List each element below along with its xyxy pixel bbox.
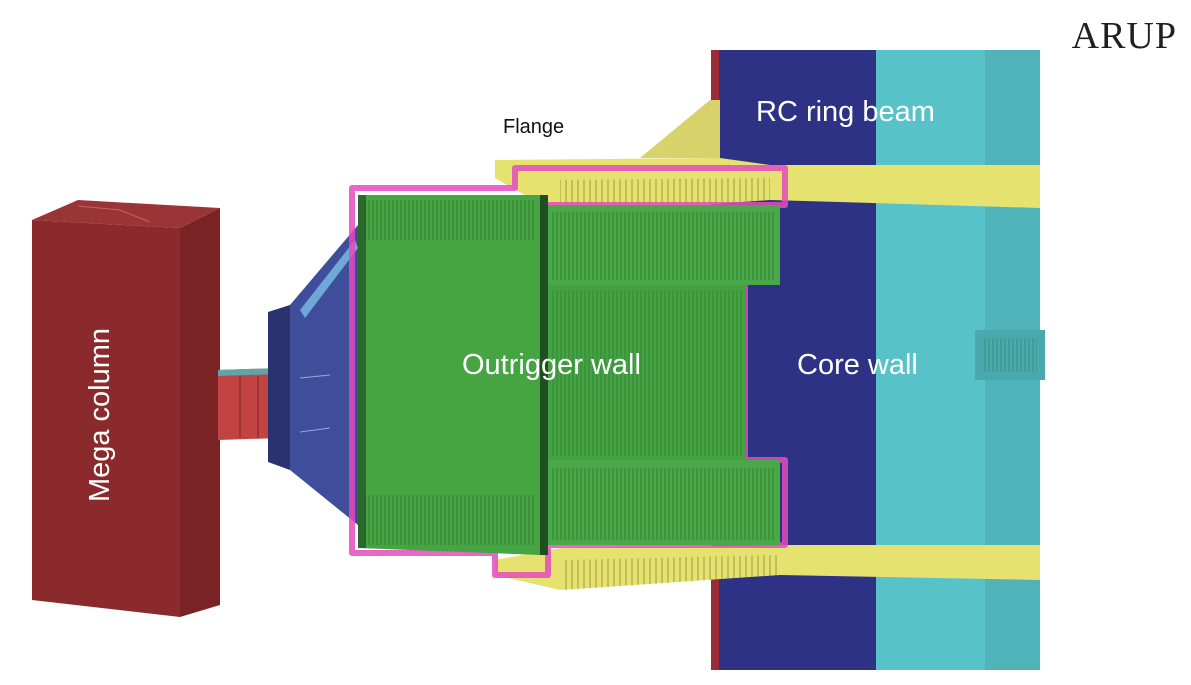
core-wall-label: Core wall [797, 349, 918, 381]
link-beam [218, 368, 280, 440]
ring-beam-label: RC ring beam [756, 96, 935, 128]
mega-column-label: Mega column [84, 328, 116, 502]
connector-bracket [268, 225, 365, 525]
mega-column [32, 200, 220, 617]
flange-label: Flange [503, 116, 564, 138]
outrigger-wall-label: Outrigger wall [462, 349, 641, 381]
outrigger-wall [349, 165, 788, 578]
arup-logo: ARUP [1071, 15, 1177, 57]
ring-beam [495, 100, 1040, 590]
